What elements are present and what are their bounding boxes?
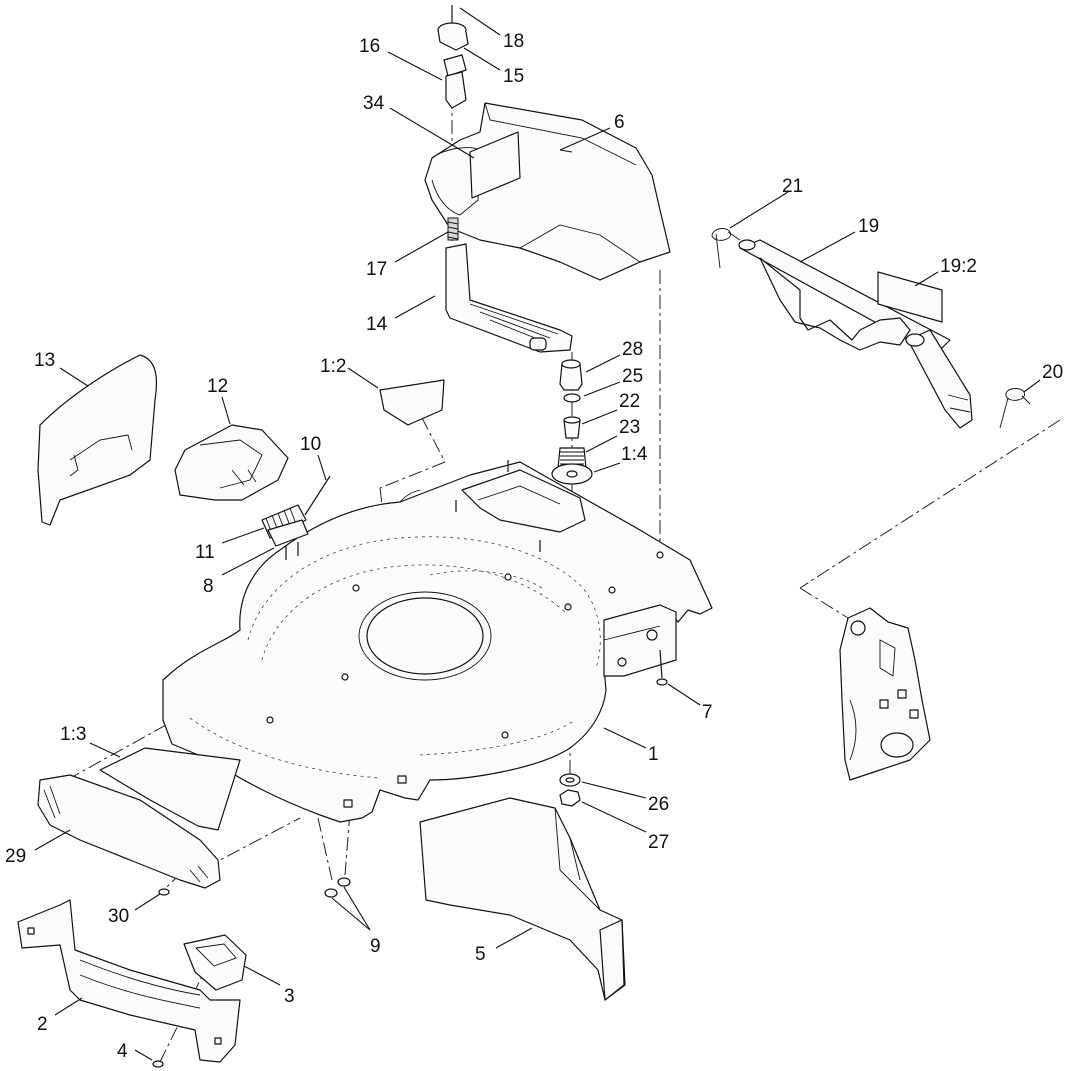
- cap-3: [183, 934, 247, 991]
- callout-2: 2: [37, 1014, 48, 1035]
- callout-27: 27: [648, 832, 669, 853]
- height-lever: [445, 243, 573, 353]
- callout-22: 22: [619, 391, 640, 412]
- callout-1: 1: [648, 744, 659, 765]
- callout-6: 6: [614, 112, 625, 133]
- callout-23: 23: [619, 417, 640, 438]
- callout-1-2: 1:2: [320, 356, 346, 377]
- callout-17: 17: [366, 259, 387, 280]
- mower-deck: [162, 460, 713, 823]
- hinge-rod-spring: [261, 475, 331, 560]
- callout-16: 16: [359, 36, 380, 57]
- callout-26: 26: [648, 794, 669, 815]
- spring-17: [447, 217, 459, 241]
- callout-19-2: 19:2: [940, 256, 977, 277]
- side-bracket: [839, 607, 931, 781]
- callout-8: 8: [203, 576, 214, 597]
- callout-13: 13: [34, 350, 55, 371]
- baffle-12: [174, 424, 289, 501]
- callout-10: 10: [300, 434, 321, 455]
- callout-19: 19: [858, 216, 879, 237]
- decal-1-2: [379, 379, 445, 426]
- callout-15: 15: [503, 66, 524, 87]
- spring-20: [999, 388, 1031, 429]
- rear-axle: [738, 239, 973, 429]
- callout-21: 21: [782, 176, 803, 197]
- callout-18: 18: [503, 31, 524, 52]
- side-cover-13: [37, 354, 158, 526]
- washer-nut: [559, 773, 581, 807]
- callout-11: 11: [195, 542, 215, 563]
- callout-29: 29: [5, 846, 26, 867]
- bolt-7: [656, 649, 668, 686]
- spring-21: [711, 228, 741, 269]
- front-bracket: [17, 899, 241, 1063]
- callout-9: 9: [370, 936, 381, 957]
- callout-20: 20: [1042, 362, 1063, 383]
- rear-cover: [424, 102, 671, 281]
- callout-34: 34: [363, 93, 385, 114]
- callout-30: 30: [108, 906, 129, 927]
- screw-4: [152, 1060, 164, 1068]
- drive-stack: [551, 359, 593, 485]
- decal-19-2: [877, 271, 943, 323]
- leader-lines: [34, 7, 1041, 1061]
- front-bumper: [37, 774, 221, 889]
- callout-25: 25: [622, 366, 643, 387]
- callout-1-4: 1:4: [621, 444, 648, 465]
- callout-28: 28: [622, 339, 643, 360]
- screw-30: [158, 888, 170, 896]
- nuts-9: [324, 877, 351, 898]
- callout-14: 14: [366, 314, 388, 335]
- callout-1-3: 1:3: [60, 724, 86, 745]
- height-adjust-knob: [437, 5, 469, 109]
- callout-3: 3: [284, 986, 295, 1007]
- decal-1-3: [99, 747, 241, 831]
- callout-5: 5: [475, 944, 486, 965]
- callout-labels: 18 16 15 34 6 21 19 19:2 17 14 13 1:2 28…: [5, 31, 1063, 1062]
- discharge-chute: [419, 797, 626, 1001]
- callout-7: 7: [702, 702, 713, 723]
- callout-12: 12: [207, 376, 228, 397]
- callout-4: 4: [117, 1041, 128, 1062]
